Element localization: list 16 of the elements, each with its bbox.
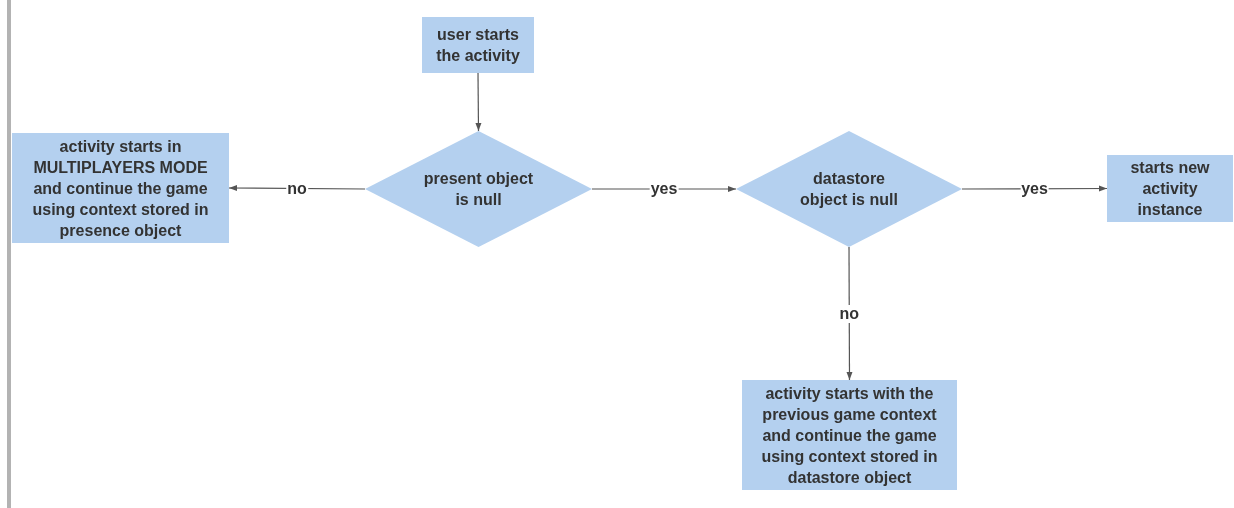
- node-text: datastore object is null: [799, 169, 899, 210]
- arrow: [591, 186, 737, 192]
- decision-diamond: [736, 131, 962, 247]
- process-box: [422, 17, 534, 73]
- node-text: present object is null: [423, 169, 534, 210]
- process-box: [12, 133, 229, 243]
- edge-label: no: [838, 304, 860, 323]
- decision-diamond: [365, 131, 592, 247]
- process-box: [742, 380, 957, 490]
- arrow: [475, 72, 482, 132]
- node-text: user starts the activity: [435, 25, 521, 66]
- node-text: starts new activity instance: [1129, 158, 1211, 220]
- node-text: activity starts with the previous game context and continue the game using context stored in datastore object: [760, 383, 939, 488]
- node-text: activity starts in MULTIPLAYERS MODE and continue the game using context stored in presence object: [31, 136, 210, 241]
- process-box: [1107, 155, 1233, 222]
- arrow: [846, 246, 853, 381]
